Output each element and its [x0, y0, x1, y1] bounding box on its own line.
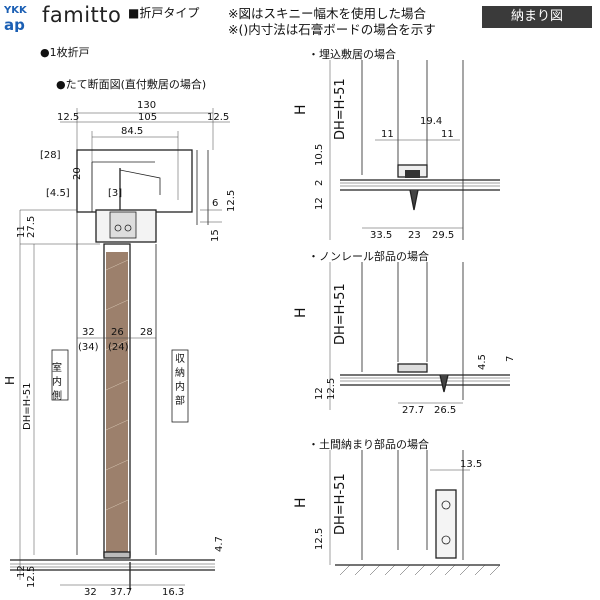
dim-11-top-left: 11	[381, 129, 394, 140]
label-H-bottom: H	[293, 497, 309, 508]
dim-32-mid: 32	[82, 327, 95, 338]
label-storage-inside: 収納内部	[175, 353, 185, 407]
dim-4-5: 4.5	[477, 354, 488, 370]
embedded-sill-drawing: H DH=H-51 11 19.4 11 10.5 2 12 33.5 23 2…	[293, 60, 500, 241]
dim-24-sub: (24)	[108, 342, 129, 353]
dim-28-mid: 28	[140, 327, 153, 338]
dim-4-5-bracket: [4.5]	[46, 188, 70, 199]
dim-34-sub: (34)	[78, 342, 99, 353]
dim-12-5-bottom: 12.5	[26, 566, 37, 588]
heading-single-fold: ●1枚折戸	[40, 46, 90, 59]
type-label: ■折戸タイプ	[128, 6, 200, 20]
dim-130: 130	[137, 100, 156, 111]
dim-12-middle: 12	[314, 387, 325, 400]
label-DH-left: DH=H-51	[22, 383, 33, 430]
dim-12-5-middle: 12.5	[326, 378, 337, 400]
dim-27-5: 27.5	[26, 216, 37, 238]
brand-name: famitto	[42, 3, 122, 27]
label-DH-middle: DH=H-51	[333, 283, 348, 345]
nonrail-drawing: H DH=H-51 4.5 7 12 12.5 27.7 26.5	[293, 262, 516, 416]
dim-15: 15	[210, 229, 221, 242]
dim-26-mid: 26	[111, 327, 124, 338]
svg-text:YKK: YKK	[4, 5, 28, 16]
dim-12-top: 12	[314, 197, 325, 210]
dim-10-5: 10.5	[314, 144, 325, 166]
ykk-ap-logo: YKK ap	[4, 2, 32, 32]
dim-7: 7	[505, 356, 516, 362]
title-nonrail: ・ノンレール部品の場合	[308, 250, 429, 263]
label-H-top: H	[293, 104, 309, 115]
dim-16-3: 16.3	[162, 587, 184, 598]
earth-floor-drawing: H DH=H-51 13.5 12.5	[293, 450, 501, 576]
dim-12-5-right: 12.5	[207, 112, 229, 123]
dim-28-bracket: [28]	[40, 150, 61, 161]
label-DH-top: DH=H-51	[333, 78, 348, 140]
note-skinny-baseboard: ※図はスキニー幅木を使用した場合	[228, 6, 426, 21]
dim-29-5: 29.5	[432, 230, 454, 241]
title-earth-floor: ・土間納まり部品の場合	[308, 438, 429, 451]
dim-12-bottom: 12	[16, 565, 27, 578]
dim-84-5: 84.5	[121, 126, 143, 137]
heading-vertical-section: ●たて断面図(直付敷居の場合)	[56, 78, 207, 91]
dim-33-5: 33.5	[370, 230, 392, 241]
dim-6: 6	[212, 198, 218, 209]
dim-12-5-left: 12.5	[57, 112, 79, 123]
svg-text:ap: ap	[4, 16, 25, 32]
title-embedded-sill: ・埋込敷居の場合	[308, 48, 396, 61]
label-H-left: H	[3, 376, 17, 385]
dim-19-4: 19.4	[420, 116, 442, 127]
left-section-drawing: 130 12.5 105 12.5 84.5 [28] [4.5] 20 [3]…	[3, 100, 237, 598]
dim-2: 2	[314, 180, 325, 186]
dim-105: 105	[138, 112, 157, 123]
label-indoor-side: 室内側	[50, 361, 62, 400]
dim-11-top-right: 11	[441, 129, 454, 140]
note-gypsum-board: ※()内寸法は石膏ボードの場合を示す	[228, 22, 436, 37]
label-DH-bottom: DH=H-51	[333, 473, 348, 535]
dim-13-5: 13.5	[460, 459, 482, 470]
label-H-middle: H	[293, 307, 309, 318]
dim-4-7: 4.7	[214, 536, 225, 552]
dim-11: 11	[16, 225, 27, 238]
dim-37-7: 37.7	[110, 587, 132, 598]
dim-12-5-vert: 12.5	[226, 190, 237, 212]
dim-23: 23	[408, 230, 421, 241]
dim-12-5-floor: 12.5	[314, 528, 325, 550]
dim-20: 20	[72, 167, 83, 180]
dim-26-5: 26.5	[434, 405, 456, 416]
dim-3-bracket: [3]	[108, 188, 122, 199]
dim-32-bottom: 32	[84, 587, 97, 598]
drawing-badge: 納まり図	[482, 6, 592, 28]
dim-27-7: 27.7	[402, 405, 424, 416]
